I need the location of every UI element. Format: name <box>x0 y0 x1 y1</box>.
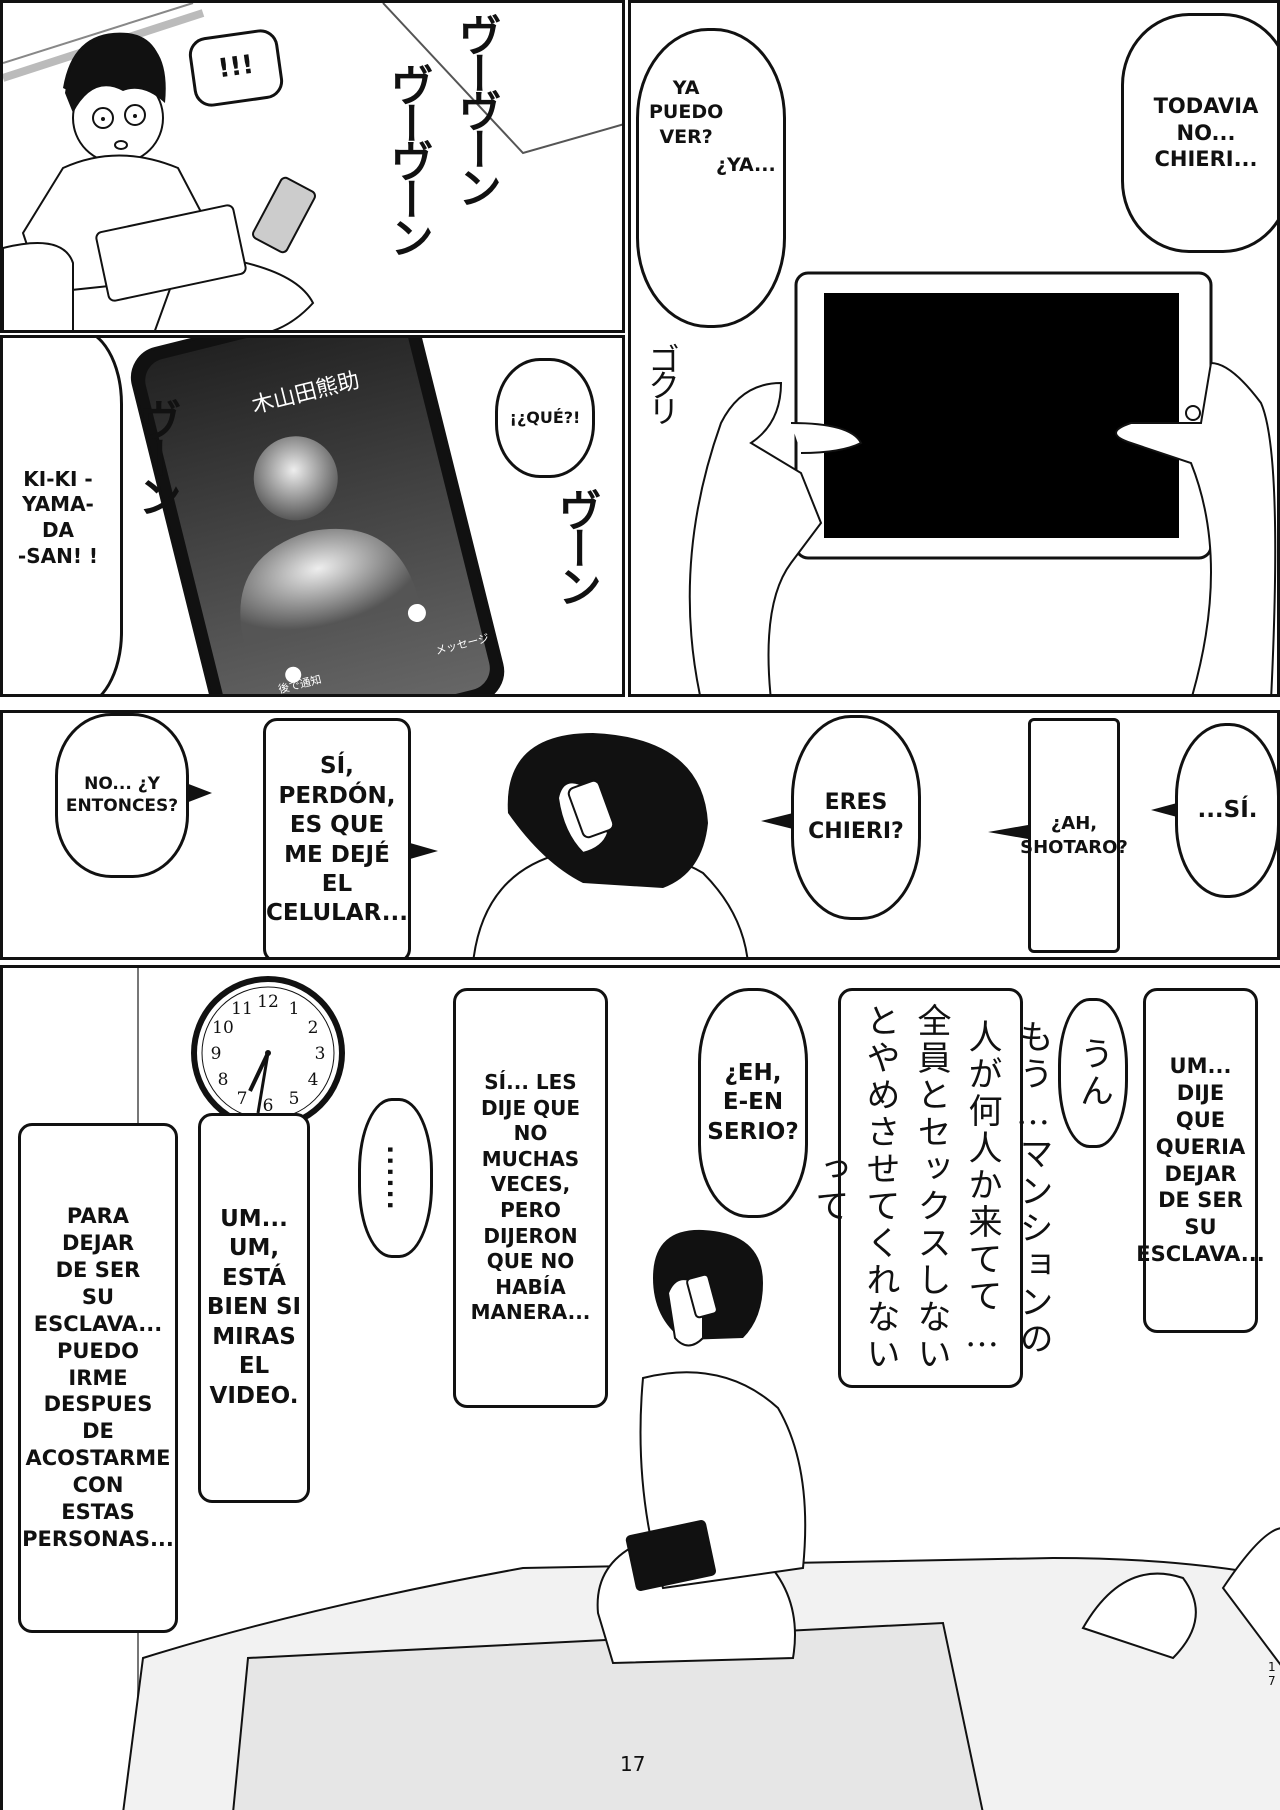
speech-bubble-dots: ...... <box>358 1098 433 1258</box>
dots-text: ...... <box>381 1144 410 1212</box>
clock-numeral: 9 <box>211 1044 222 1064</box>
bubble-tail <box>988 825 1028 839</box>
speech-bubble-ya-puedo: YA PUEDO VER? <box>636 28 786 328</box>
speech-bubble-si: ...SÍ. <box>1175 723 1277 898</box>
sfx-vibrate-1: ヴーヴーン <box>382 63 433 253</box>
speech-bubble-eres-chieri: ERES CHIERI? <box>791 715 921 920</box>
clock-numeral: 11 <box>231 999 253 1019</box>
speech-bubble-exclaim: !!! <box>186 27 286 109</box>
clock-numeral: 3 <box>315 1044 326 1064</box>
tablet-hands-illustration <box>688 271 1277 694</box>
speech-bubble-eh-en-serio: ¿EH, E-EN SERIO? <box>698 988 808 1218</box>
speech-bubble-jp-long: もう…マンションの人が何人か来てて…全員とセックスしないとやめさせてくれないって <box>809 988 1053 1388</box>
un-text: うん <box>1073 1036 1114 1110</box>
clock-numeral: 12 <box>257 992 279 1012</box>
clock-numeral: 7 <box>237 1089 248 1109</box>
speech-bubble-no-entonces: NO... ¿Y ENTONCES? <box>55 713 189 878</box>
text-ya: ¿YA... <box>716 154 776 176</box>
clock-numeral: 2 <box>308 1018 319 1038</box>
page-number: 17 <box>620 1752 646 1776</box>
side-page-number: 1 7 <box>1268 1660 1276 1688</box>
speech-bubble-si-les-dije: SÍ... LES DIJE QUE NO MUCHAS VECES, PERO… <box>453 988 608 1408</box>
speech-bubble-um-dije: UM... DIJE QUE QUERIA DEJAR DE SER SU ES… <box>1136 988 1265 1333</box>
clock-numeral: 5 <box>289 1089 300 1109</box>
speech-bubble-si-perdon: SÍ, PERDÓN, ES QUE ME DEJÉ EL CELULAR... <box>263 718 411 957</box>
speech-bubble-un: うん <box>1058 998 1128 1148</box>
speech-bubble-que: ¡¿QUÉ?! <box>495 358 595 478</box>
clock-numeral: 10 <box>212 1018 234 1038</box>
sfx-gulp: ゴクリ <box>643 343 681 421</box>
speech-bubble-todavia: TODAVIA NO... CHIERI... <box>1121 13 1277 253</box>
boy-startled-illustration <box>3 3 622 330</box>
sfx-vibrate-2: ヴーヴーン <box>450 13 501 203</box>
speech-bubble-um-esta-bien: UM... UM, ESTÁ BIEN SI MIRAS EL VIDEO. <box>198 1113 310 1503</box>
clock-numeral: 6 <box>263 1096 274 1116</box>
room-illustration <box>122 968 1280 1810</box>
panel-boy-on-phone: NO... ¿Y ENTONCES? SÍ, PERDÓN, ES QUE ME… <box>0 710 1280 960</box>
phone-illustration <box>130 338 505 694</box>
panel-boy-startled: !!! ヴーヴーン ヴーヴーン <box>0 0 625 333</box>
clock-numeral: 8 <box>218 1070 229 1090</box>
bubble-tail <box>186 783 212 803</box>
panel-tablet-hands: YA PUEDO VER? ¿YA... TODAVIA NO... CHIER… <box>628 0 1280 697</box>
jp-long-text: もう…マンションの人が何人か来てて…全員とセックスしないとやめさせてくれないって <box>809 1003 1053 1373</box>
speech-bubble-kiki: KI-KI - YAMA- DA -SAN! ! <box>3 338 123 694</box>
bubble-tail <box>410 843 438 859</box>
panel-phone-call: 木山田熊助 後で通知 メッセージ KI-KI - YAMA- DA -SAN! … <box>0 335 625 697</box>
clock-numeral: 4 <box>308 1070 319 1090</box>
clock-numeral: 1 <box>289 999 300 1019</box>
boy-on-phone-illustration <box>472 733 749 957</box>
bubble-tail <box>761 813 793 829</box>
sfx-vibrate-4: ヴーン <box>550 488 601 602</box>
speech-bubble-ah-shotaro: ¿AH, SHOTARO? <box>1020 718 1128 953</box>
bubble-tail <box>1151 803 1177 817</box>
sfx-vibrate-3: ヴーン <box>130 398 181 512</box>
speech-bubble-para-dejar: PARA DEJAR DE SER SU ESCLAVA... PUEDO IR… <box>18 1123 178 1633</box>
